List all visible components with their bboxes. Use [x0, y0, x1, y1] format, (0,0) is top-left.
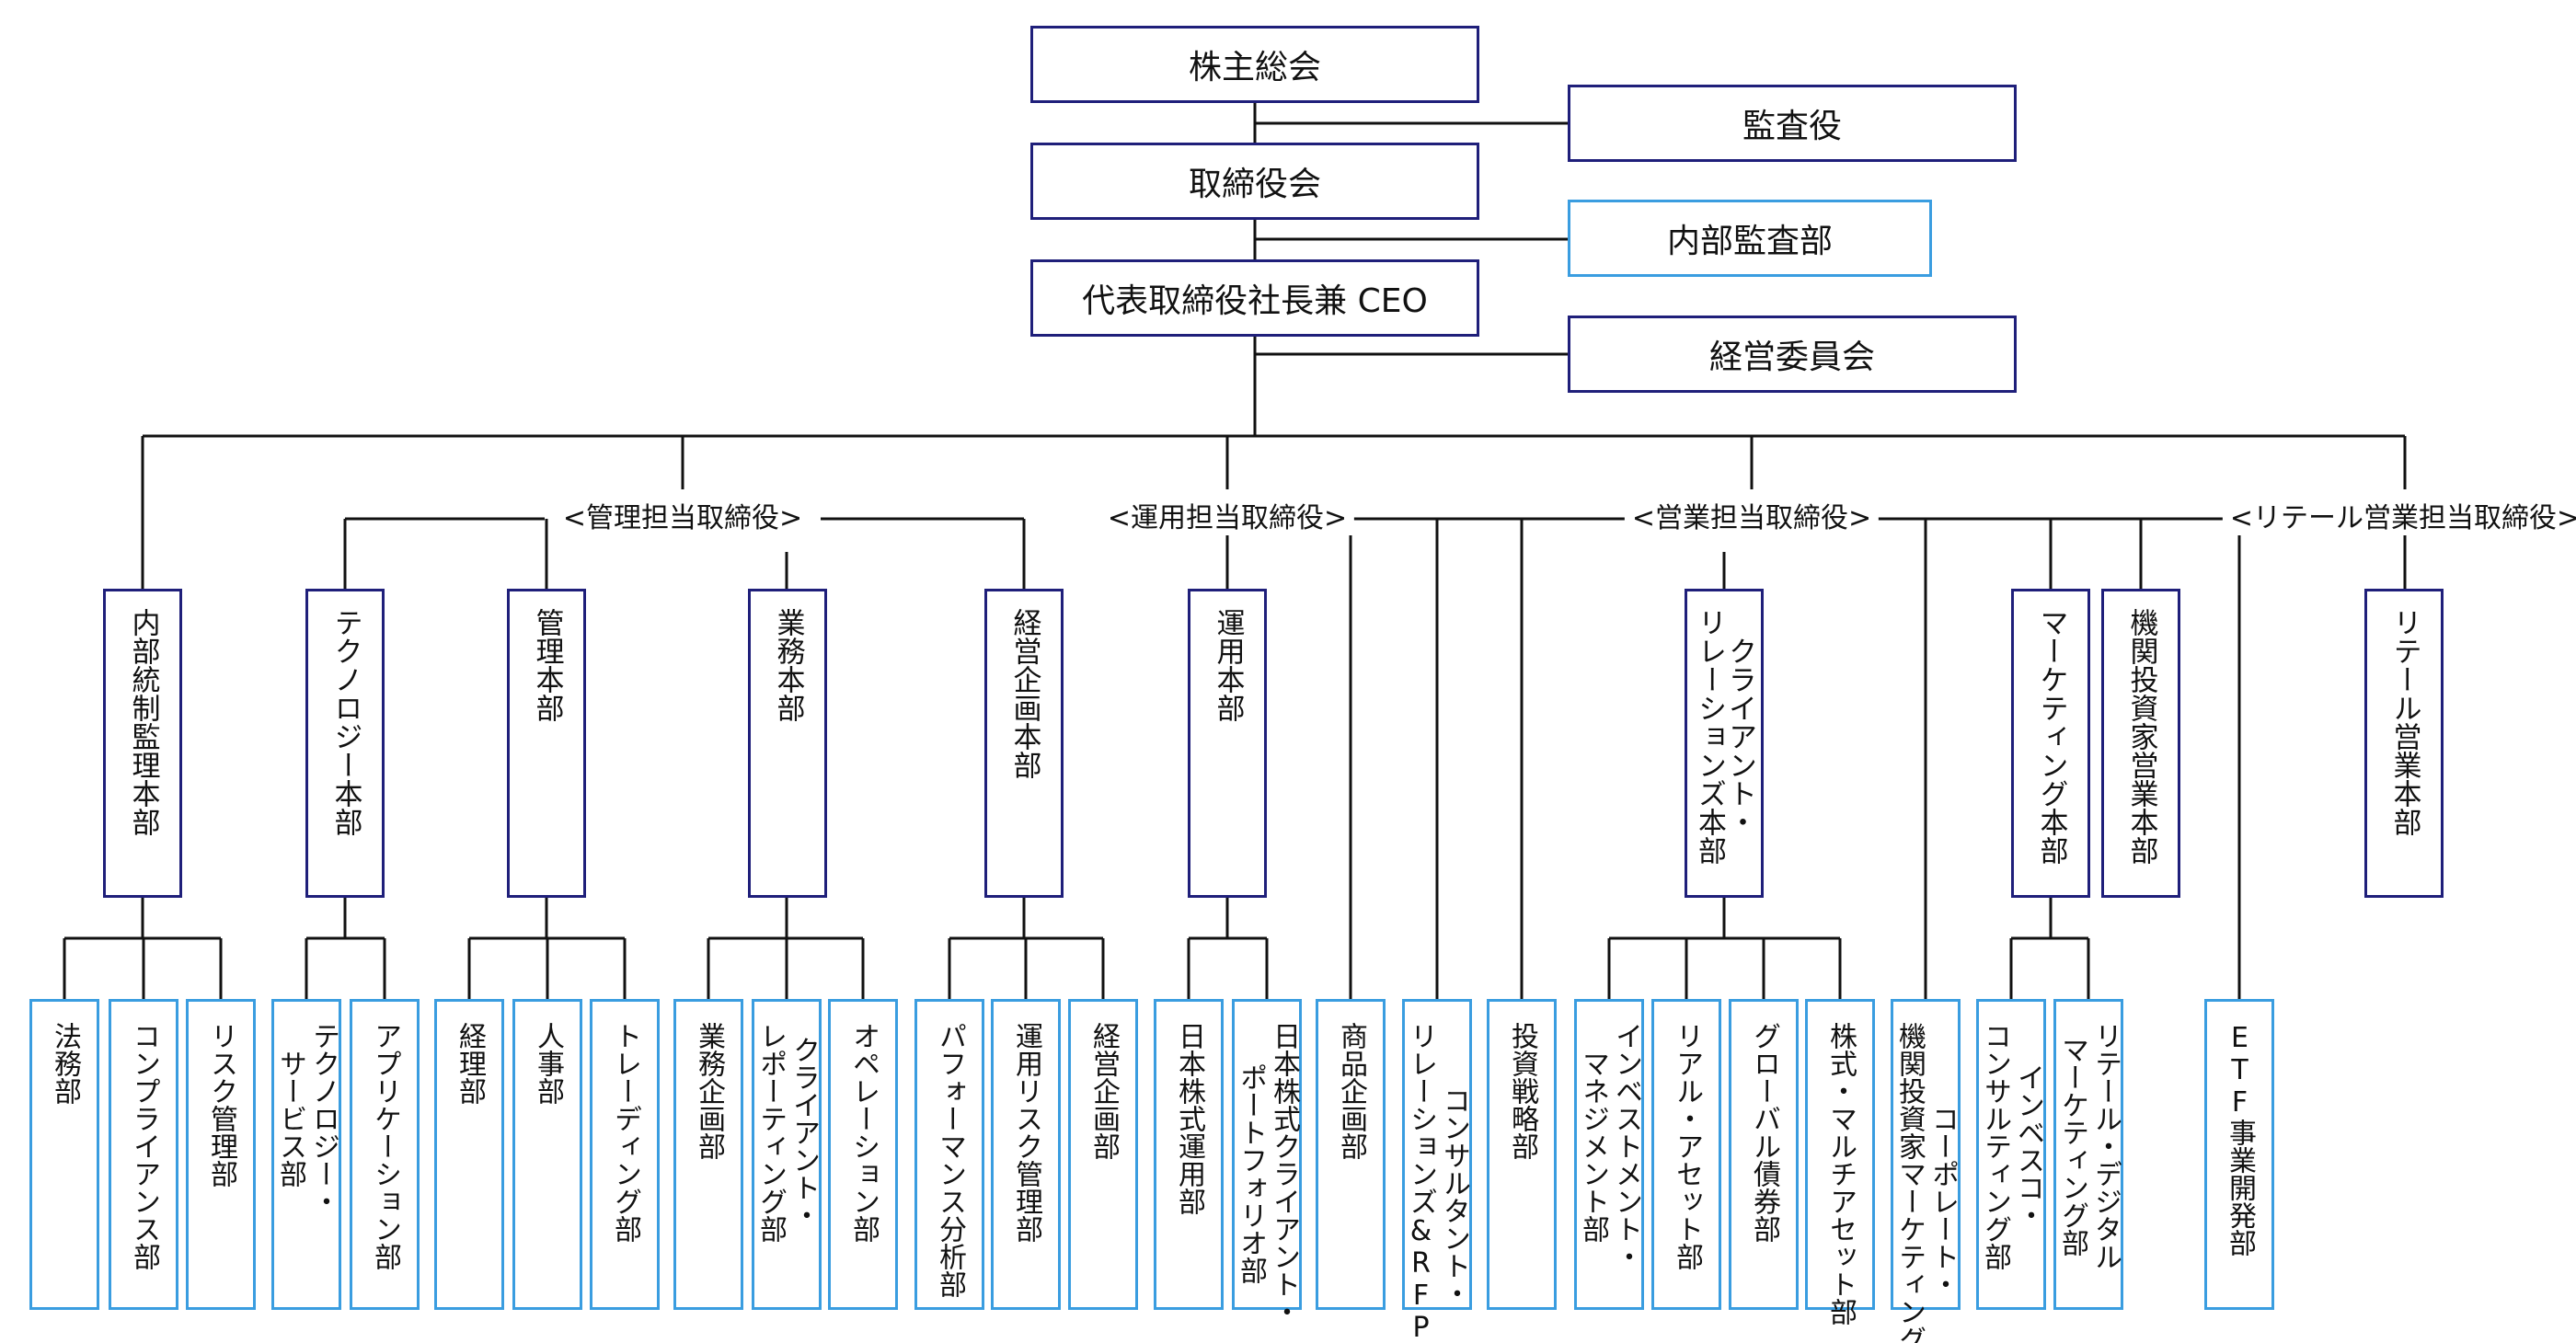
dept-accounting: 経理部: [434, 999, 504, 1310]
dept-japan-equity-client-portfolio: 日本株式クライアント・ ポートフォリオ部: [1232, 999, 1302, 1326]
dept-retail-digital-marketing: リテール・デジタル マーケティング部: [2053, 999, 2123, 1310]
admin-director-label: <管理担当取締役>: [555, 502, 811, 535]
dept-operations: オペレーション部: [828, 999, 898, 1310]
division-investment: 運用本部: [1188, 589, 1267, 898]
dept-invesco-consulting: インベスコ・ コンサルティング部: [1976, 999, 2046, 1310]
dept-technology-services: テクノロジー・ サービス部: [271, 999, 341, 1310]
dept-japan-equity: 日本株式運用部: [1154, 999, 1224, 1310]
shareholders-meeting-box: 株主総会: [1030, 26, 1479, 103]
retail-director-label: <リテール営業担当取締役>: [2222, 502, 2576, 535]
executive-committee-box: 経営委員会: [1568, 316, 2017, 393]
dept-client-reporting: クライアント・ レポーティング部: [752, 999, 822, 1310]
division-retail-sales: リテール営業本部: [2364, 589, 2444, 898]
dept-consultant-relations-rfp: コンサルタント・ リレーションズ&RFP部: [1402, 999, 1472, 1343]
dept-investment-risk: 運用リスク管理部: [991, 999, 1061, 1310]
board-box: 取締役会: [1030, 143, 1479, 220]
dept-equity-multi-asset: 株式・マルチアセット部: [1805, 999, 1875, 1326]
dept-global-fixed-income: グローバル債券部: [1729, 999, 1799, 1310]
dept-investment-strategy: 投資戦略部: [1487, 999, 1557, 1310]
dept-operations-planning: 業務企画部: [673, 999, 743, 1310]
division-marketing: マーケティング本部: [2011, 589, 2090, 898]
division-internal-control: 内部統制監理本部: [103, 589, 182, 898]
dept-corporate-planning: 経営企画部: [1068, 999, 1138, 1310]
ceo-box: 代表取締役社長兼 CEO: [1030, 259, 1479, 337]
dept-corporate-institutional-marketing: コーポレート・ 機関投資家マーケティング部: [1891, 999, 1961, 1343]
dept-real-assets: リアル・アセット部: [1651, 999, 1721, 1310]
division-institutional-sales: 機関投資家営業本部: [2101, 589, 2180, 898]
dept-trading: トレーディング部: [590, 999, 660, 1310]
ops-director-label: <運用担当取締役>: [1099, 502, 1355, 535]
dept-risk-management: リスク管理部: [186, 999, 256, 1310]
dept-etf-business-development: ETF事業開発部: [2204, 999, 2274, 1310]
dept-product-planning: 商品企画部: [1316, 999, 1386, 1310]
dept-compliance: コンプライアンス部: [109, 999, 178, 1310]
division-technology: テクノロジー本部: [305, 589, 385, 898]
auditor-box: 監査役: [1568, 85, 2017, 162]
sales-director-label: <営業担当取締役>: [1624, 502, 1880, 535]
internal-audit-box: 内部監査部: [1568, 200, 1932, 277]
dept-investment-management: インベストメント・ マネジメント部: [1574, 999, 1644, 1310]
division-operations: 業務本部: [748, 589, 827, 898]
dept-legal: 法務部: [29, 999, 99, 1310]
dept-performance-analysis: パフォーマンス分析部: [914, 999, 984, 1310]
dept-human-resources: 人事部: [512, 999, 582, 1310]
dept-applications: アプリケーション部: [350, 999, 420, 1310]
division-corporate-planning: 経営企画本部: [984, 589, 1064, 898]
division-administration: 管理本部: [507, 589, 586, 898]
division-client-relations: クライアント・ リレーションズ本部: [1685, 589, 1764, 898]
